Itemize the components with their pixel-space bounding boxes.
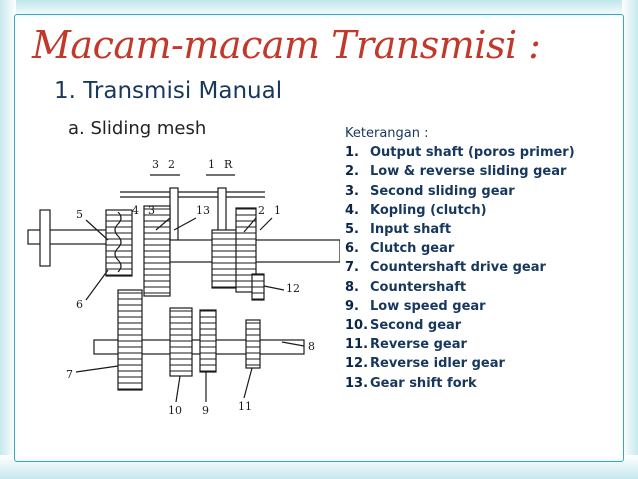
diagram-label-top-2: 2	[168, 158, 175, 171]
diagram-callout-10: 10	[168, 404, 182, 417]
diagram-callout-4: 4	[132, 204, 139, 217]
diagram-callout-8: 8	[308, 340, 315, 353]
diagram-label-top-1: 1	[208, 158, 215, 171]
slide-subtitle: 1. Transmisi Manual	[54, 78, 283, 104]
legend-item-text: Countershaft	[370, 279, 467, 295]
legend-item-number: 7.	[345, 260, 359, 276]
legend-item: 5. Input shaft	[345, 220, 615, 239]
diagram-callout-7: 7	[66, 368, 73, 381]
slide-frame-top	[0, 0, 638, 20]
diagram-callout-12: 12	[286, 282, 300, 295]
diagram-callout-9: 9	[202, 404, 209, 417]
legend-item-number: 5.	[345, 222, 359, 238]
slide-border	[14, 14, 624, 462]
legend-item: 7. Countershaft drive gear	[345, 258, 615, 277]
diagram-callout-5: 5	[76, 208, 83, 221]
legend-item-text: Low speed gear	[370, 298, 486, 314]
slide-frame-left	[0, 0, 16, 479]
legend-item-number: 10.	[345, 318, 369, 334]
legend-item-number: 8.	[345, 279, 359, 295]
legend-list: 1. Output shaft (poros primer) 2. Low & re…	[345, 143, 615, 393]
slide-frame-bottom	[0, 455, 638, 479]
legend-item: 2. Low & reverse sliding gear	[345, 162, 615, 181]
diagram-callout-11: 11	[238, 400, 252, 413]
legend-item-text: Second gear	[370, 318, 462, 334]
diagram-label-top-r: R	[224, 158, 233, 171]
legend-item-number: 12.	[345, 356, 369, 372]
diagram-callout-6: 6	[76, 298, 83, 311]
slide-title: Macam-macam Transmisi :	[32, 23, 541, 67]
legend-item: 11.Reverse gear	[345, 335, 615, 354]
legend-item-text: Countershaft drive gear	[370, 260, 546, 276]
diagram-callout-2: 2	[258, 204, 265, 217]
legend-item-text: Input shaft	[370, 222, 452, 238]
legend-item-number: 1.	[345, 145, 359, 161]
section-label: a. Sliding mesh	[68, 118, 207, 139]
legend-item-number: 4.	[345, 202, 359, 218]
legend-item: 3. Second sliding gear	[345, 182, 615, 201]
legend-item-text: Reverse idler gear	[370, 356, 505, 372]
legend-item-number: 6.	[345, 241, 359, 257]
legend-item-number: 11.	[345, 337, 369, 353]
legend-item-number: 3.	[345, 183, 359, 199]
legend-item-text: Output shaft (poros primer)	[370, 145, 575, 161]
diagram-callout-3: 3	[148, 204, 155, 217]
legend-item-number: 9.	[345, 298, 359, 314]
legend-item-text: Gear shift fork	[370, 375, 477, 391]
legend-item: 13.Gear shift fork	[345, 374, 615, 393]
legend: Keterangan : 1. Output shaft (poros prime…	[345, 124, 615, 393]
legend-item-text: Second sliding gear	[370, 183, 515, 199]
legend-item: 10.Second gear	[345, 316, 615, 335]
legend-item: 12.Reverse idler gear	[345, 354, 615, 373]
legend-item-number: 2.	[345, 164, 359, 180]
legend-heading: Keterangan :	[345, 126, 429, 141]
legend-item: 4. Kopling (clutch)	[345, 201, 615, 220]
legend-item: 6. Clutch gear	[345, 239, 615, 258]
diagram-callout-1: 1	[274, 204, 281, 217]
legend-item-text: Reverse gear	[370, 337, 467, 353]
sliding-mesh-transmission-diagram: 3 2 1 R 1 2 3 4 5 6 7 8 9 10 11 12 13	[27, 158, 340, 417]
legend-item: 8. Countershaft	[345, 278, 615, 297]
diagram-callout-13: 13	[196, 204, 210, 217]
legend-item-text: Clutch gear	[370, 241, 455, 257]
diagram-label-top-3: 3	[152, 158, 159, 171]
legend-item-text: Kopling (clutch)	[370, 202, 487, 218]
legend-item: 1. Output shaft (poros primer)	[345, 143, 615, 162]
legend-item-number: 13.	[345, 375, 369, 391]
slide-frame-right	[622, 0, 638, 479]
legend-item-text: Low & reverse sliding gear	[370, 164, 567, 180]
legend-item: 9. Low speed gear	[345, 297, 615, 316]
